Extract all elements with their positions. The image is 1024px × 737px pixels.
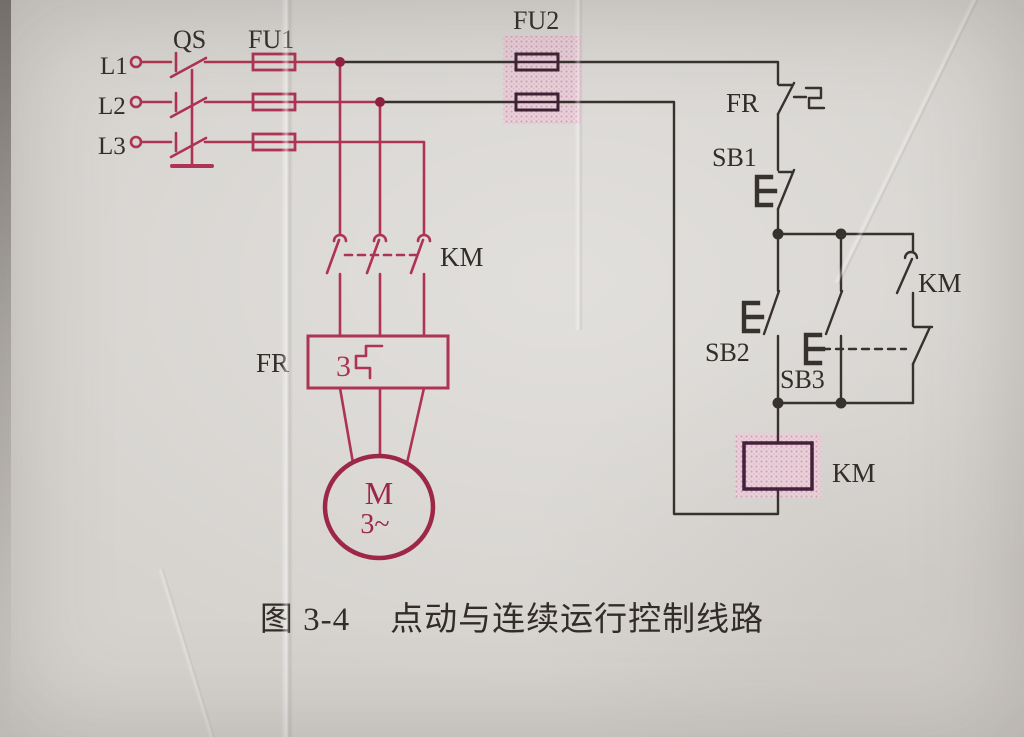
- figure-caption: 图 3-4 点动与连续运行控制线路: [12, 592, 1012, 640]
- label-sb1: SB1: [712, 143, 757, 172]
- fr-contact-heater-symbol: [792, 86, 826, 110]
- km-coil: [742, 441, 814, 491]
- sb1-stop-button: [754, 168, 796, 211]
- sb3-nc-contact: [911, 325, 934, 366]
- labels: L1 L2 L3 QS FU1 FU2 KM FR 3 M 3~ FR SB1 …: [98, 6, 962, 540]
- label-fu1: FU1: [248, 25, 294, 54]
- km-selfhold-branch: [895, 232, 934, 405]
- fu1-fuses: [251, 52, 297, 152]
- label-motor-m: M: [365, 475, 393, 511]
- qs-disconnect-switch: [139, 51, 255, 168]
- label-km-coil: KM: [832, 458, 876, 488]
- km-main-contacts: [325, 233, 432, 338]
- sb3-actuator: [803, 332, 826, 366]
- figure-title: 点动与连续运行控制线路: [390, 602, 765, 638]
- sb2-start-button: [741, 232, 781, 405]
- page-left-edge-shadow: [0, 0, 11, 737]
- sb3-jog-button: [803, 232, 908, 405]
- power-circuit: [129, 51, 450, 561]
- fr-thermal-element-box: [306, 334, 450, 390]
- power-wires: [293, 60, 426, 237]
- label-l1: L1: [100, 53, 128, 80]
- label-qs: QS: [173, 25, 206, 54]
- motor: [322, 386, 436, 561]
- highlight-patches: [503, 36, 821, 498]
- figure-number: 图 3-4: [259, 602, 351, 638]
- label-l3: L3: [98, 133, 126, 160]
- control-feed-wire: [342, 60, 780, 86]
- label-l2: L2: [98, 93, 126, 120]
- terminal-l1: [129, 55, 143, 69]
- label-fr-box-count: 3: [336, 350, 351, 383]
- label-fr-right: FR: [726, 88, 759, 118]
- fr-heater-symbol: [354, 344, 384, 380]
- control-circuit: [335, 52, 934, 516]
- label-motor-phase: 3~: [360, 509, 389, 540]
- label-sb2: SB2: [705, 338, 750, 367]
- motor-circle: [322, 453, 436, 561]
- junction-dots: [335, 57, 847, 409]
- km-selfhold-contact: [895, 232, 919, 295]
- fu2-fuses: [514, 52, 560, 112]
- fr-nc-contact: [776, 81, 826, 116]
- sb2-actuator: [741, 300, 765, 334]
- sb1-actuator: [754, 174, 778, 208]
- coil-return-wire: [382, 100, 780, 516]
- label-fu2: FU2: [513, 6, 559, 35]
- label-km-main: KM: [440, 242, 484, 272]
- label-fr-left: FR: [256, 348, 289, 378]
- label-sb3: SB3: [780, 365, 825, 394]
- terminal-l2: [129, 95, 143, 109]
- terminal-l3: [129, 135, 143, 149]
- label-km-aux: KM: [918, 268, 962, 298]
